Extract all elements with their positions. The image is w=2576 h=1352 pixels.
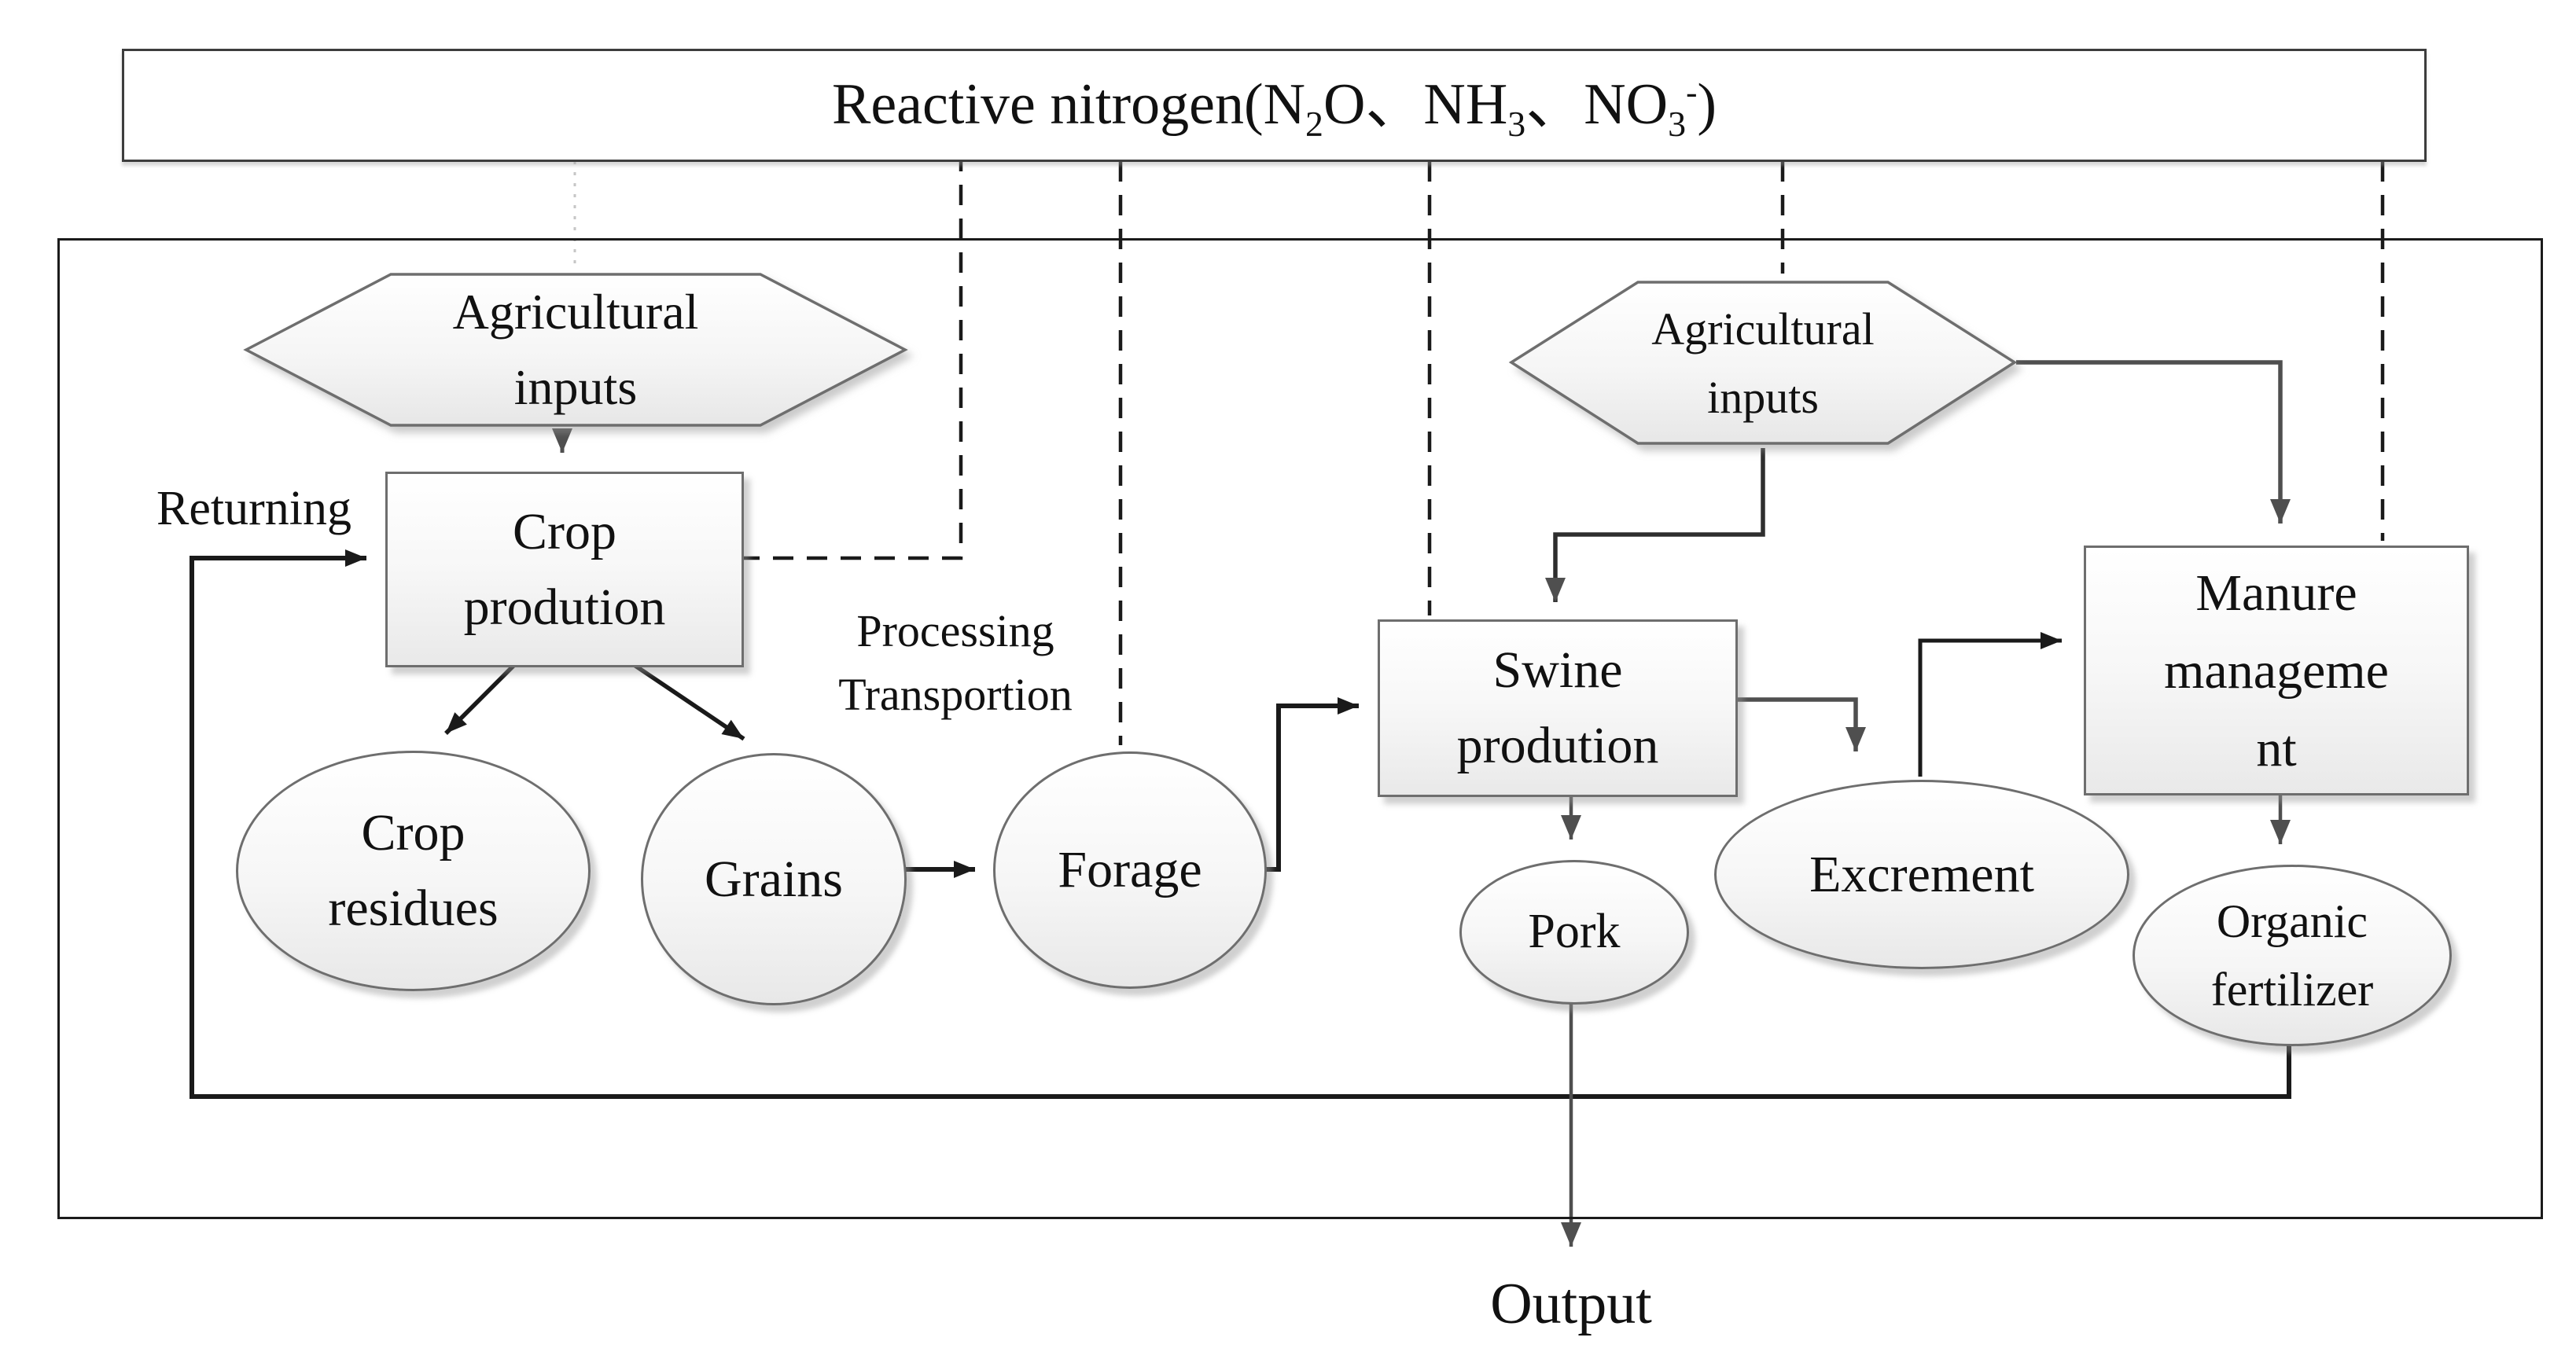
processing-label-line2: Transportion [838,669,1073,721]
edge-crop-production-to-grains [631,662,745,741]
manure-management-box: Manure manageme nt [2084,546,2469,795]
crop-production-box: Crop prodution [385,472,744,667]
system-boundary-box [57,238,2543,1219]
edge-right-inputs-to-swine-production [1545,448,1765,602]
agricultural-inputs-right-label: Agricultural inputs [1651,303,1875,423]
crop-residues-label: Crop residues [328,804,499,937]
crop-production-label: Crop prodution [463,502,666,636]
excrement-ellipse: Excrement [1714,780,2129,969]
reactive-nitrogen-title: Reactive nitrogen(N2O、NH3、NO3-) [831,72,1717,145]
hexagon-shape [1508,281,2018,445]
processing-label-line1: Processing [856,605,1054,656]
dashed-line-crop-production-to-banner [739,161,963,560]
reactive-nitrogen-banner: Reactive nitrogen(N2O、NH3、NO3-) [122,49,2427,162]
edge-forage-to-swine-production [1260,697,1359,872]
forage-ellipse: Forage [993,751,1267,989]
processing-transportion-label: Processing Transportion [782,599,1128,726]
manure-management-label: Manure manageme nt [2164,564,2389,777]
pork-label: Pork [1528,905,1621,959]
edge-excrement-to-manure-management [1918,632,2062,777]
organic-fertilizer-ellipse: Organic fertilizer [2133,865,2452,1046]
swine-production-label: Swine prodution [1456,641,1659,774]
edge-right-inputs-to-manure-management [2016,360,2291,524]
excrement-label: Excrement [1809,845,2034,903]
returning-label: Returning [156,482,351,535]
output-label: Output [1490,1272,1652,1336]
pork-ellipse: Pork [1459,860,1689,1005]
organic-fertilizer-label: Organic fertilizer [2210,895,2374,1016]
agricultural-inputs-left-hexagon: Agricultural inputs [243,271,908,428]
edge-returning-loop-organic-fertilizer-to-crop-production [190,549,2291,1099]
grains-ellipse: Grains [641,753,907,1005]
agricultural-inputs-right-hexagon: Agricultural inputs [1508,279,2018,446]
agricultural-inputs-left-label: Agricultural inputs [452,284,699,415]
hexagon-shape [243,273,908,427]
edge-swine-production-to-excrement [1732,697,1866,751]
swine-production-box: Swine prodution [1378,619,1738,797]
forage-label: Forage [1058,841,1202,899]
edge-crop-production-to-crop-residues [444,663,517,735]
grains-label: Grains [705,850,843,908]
crop-residues-ellipse: Crop residues [236,751,591,991]
